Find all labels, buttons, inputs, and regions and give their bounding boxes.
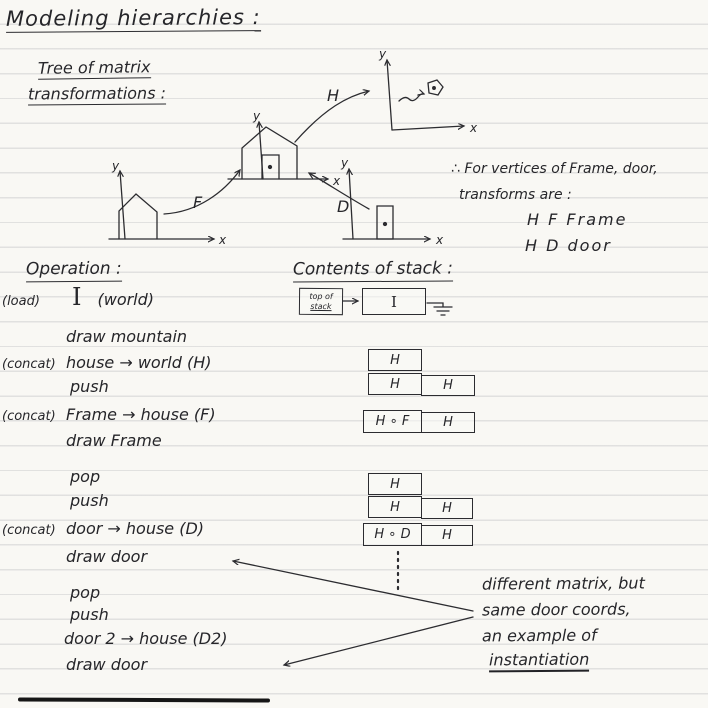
house-outline xyxy=(241,126,298,180)
y-axis-label: y xyxy=(340,156,349,170)
small-house-sketch xyxy=(108,171,214,240)
op-line: pop xyxy=(70,583,101,602)
op-text: house → world (H) xyxy=(66,353,212,372)
door-sketch xyxy=(342,169,430,240)
page-title: Modeling hierarchies : xyxy=(5,5,261,34)
stack-header: Contents of stack : xyxy=(293,258,454,283)
door-outline xyxy=(261,154,280,180)
op-line: push xyxy=(70,377,109,396)
pointer-label-line1: top of xyxy=(309,292,333,302)
note-line4: H D door xyxy=(525,236,612,255)
top-of-stack-label: top of stack xyxy=(298,287,344,316)
door-outline xyxy=(376,205,394,240)
y-axis xyxy=(349,169,354,240)
stack-cell: H xyxy=(421,375,475,396)
annotation-arrow-lower xyxy=(284,616,474,665)
op-prefix: (concat) xyxy=(2,409,56,424)
house-sketch xyxy=(227,122,328,180)
op-text: Frame → house (F) xyxy=(66,405,216,424)
stack-cell: H ∘ D xyxy=(363,523,422,546)
pointer-label-line2: stack xyxy=(310,301,332,311)
op-text: door → house (D) xyxy=(66,519,205,538)
op-suffix: (world) xyxy=(97,290,155,309)
stack-cell: H ∘ F xyxy=(363,410,422,433)
note-line2: transforms are : xyxy=(459,187,572,203)
op-line: draw mountain xyxy=(66,327,188,346)
y-axis xyxy=(387,60,393,131)
arrow-label-d: D xyxy=(337,197,349,216)
pentagon-sketch xyxy=(427,79,444,96)
op-line-load: (load) I (world) xyxy=(2,285,155,310)
operations-header: Operation : xyxy=(26,259,122,282)
stack-cell: H xyxy=(421,525,473,546)
annotation-line2: same door coords, xyxy=(481,599,631,620)
stack-cell: H xyxy=(368,349,422,371)
annotation-line4: instantiation xyxy=(489,650,590,673)
x-axis-label: x xyxy=(218,233,227,247)
stack-cell: H xyxy=(368,473,422,495)
op-line-concat: (concat) Frame → house (F) xyxy=(2,405,216,425)
op-prefix: (concat) xyxy=(2,523,56,538)
op-line: draw Frame xyxy=(66,431,162,450)
identity-symbol: I xyxy=(72,283,82,311)
op-line: push xyxy=(70,605,109,624)
op-line: push xyxy=(70,491,109,510)
squiggle-arrow xyxy=(398,94,424,102)
page-edge-shadow xyxy=(17,697,271,703)
op-line: door 2 → house (D2) xyxy=(64,629,228,648)
annotation-arrow-upper xyxy=(233,561,474,612)
ground-symbol xyxy=(426,302,453,316)
op-prefix: (concat) xyxy=(2,357,56,372)
subtitle-line2: transformations : xyxy=(28,84,167,106)
op-prefix: (load) xyxy=(2,294,40,309)
doorknob-dot xyxy=(267,164,273,170)
arrow-label-f: F xyxy=(193,193,203,212)
op-line: draw door xyxy=(66,547,148,566)
annotation-line1: different matrix, but xyxy=(481,573,645,594)
stack-cell: H xyxy=(368,496,422,518)
stack-cell: H xyxy=(421,498,473,519)
op-line: draw door xyxy=(66,655,148,674)
y-axis xyxy=(120,171,126,240)
stack-cell: I xyxy=(362,288,426,315)
annotation-line3: an example of xyxy=(481,625,597,646)
x-axis-label: x xyxy=(332,174,341,188)
stack-cell: H xyxy=(368,373,422,395)
x-axis-label: x xyxy=(469,121,478,135)
note-line1: ∴ For vertices of Frame, door, xyxy=(451,161,658,177)
transform-arrow-F xyxy=(163,170,240,215)
op-line: pop xyxy=(70,467,101,486)
pentagon-dot xyxy=(432,86,436,90)
x-axis-label: x xyxy=(435,233,444,247)
house-outline xyxy=(118,193,158,240)
x-axis xyxy=(391,126,464,131)
y-axis-label: y xyxy=(252,109,261,123)
y-axis-label: y xyxy=(378,47,387,61)
transform-arrow-H xyxy=(294,91,369,143)
transform-arrow-D xyxy=(309,173,370,210)
world-axes-sketch xyxy=(387,60,464,131)
arrow-label-h: H xyxy=(327,86,339,105)
stack-cell: H xyxy=(421,412,475,433)
op-line-concat: (concat) door → house (D) xyxy=(2,519,205,539)
op-line-concat: (concat) house → world (H) xyxy=(2,353,212,373)
y-axis-label: y xyxy=(111,159,120,173)
subtitle-line1: Tree of matrix xyxy=(38,57,151,81)
note-line3: H F Frame xyxy=(527,210,628,229)
y-axis xyxy=(259,122,264,180)
doorknob-dot xyxy=(382,221,388,227)
